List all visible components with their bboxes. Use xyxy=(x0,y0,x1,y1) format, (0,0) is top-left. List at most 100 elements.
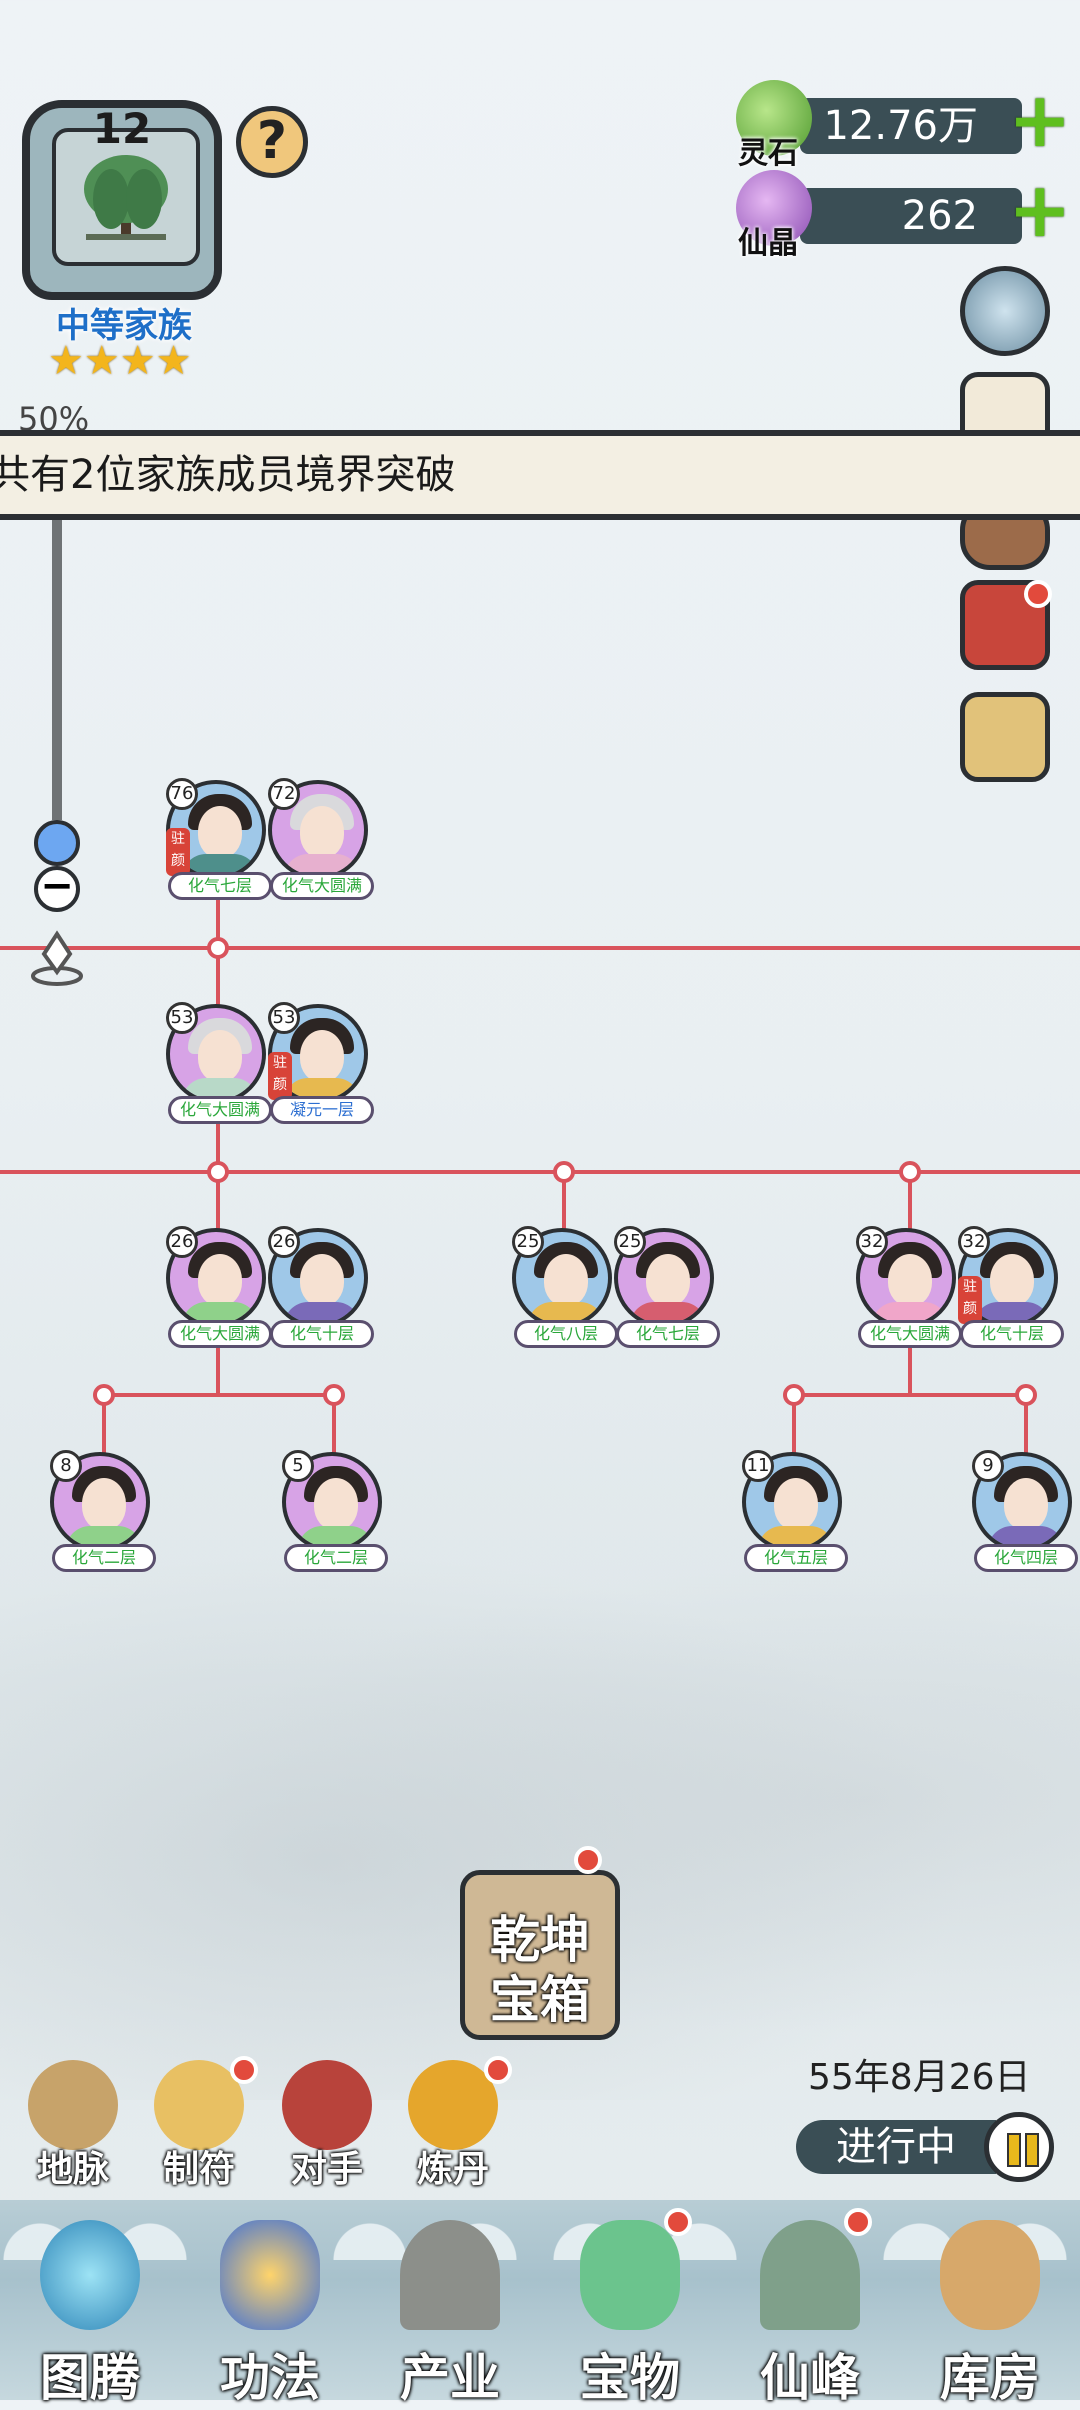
gate-icon xyxy=(282,2060,372,2150)
currency-value: 262 xyxy=(901,193,978,239)
plaque-icon[interactable] xyxy=(960,692,1050,782)
zoom-slider-handle[interactable] xyxy=(34,820,80,866)
notification-dot xyxy=(230,2056,258,2084)
member-age: 53 xyxy=(166,1002,198,1034)
notification-dot xyxy=(844,2208,872,2236)
opponent-button[interactable]: 对手 xyxy=(272,2060,382,2190)
function-label: 对手 xyxy=(290,2149,363,2190)
family-member[interactable]: 53 驻颜 凝元一层 xyxy=(268,1002,374,1124)
zoom-slider-track[interactable] xyxy=(52,520,62,820)
notification-dot xyxy=(574,1846,602,1874)
family-member[interactable]: 9 化气四层 xyxy=(972,1450,1078,1572)
member-age: 26 xyxy=(166,1226,198,1258)
help-icon[interactable]: ? xyxy=(236,106,308,178)
immortal-crystal-icon xyxy=(736,170,812,246)
nav-totem[interactable]: 图腾 xyxy=(0,2210,180,2407)
nav-label: 仙峰 xyxy=(760,2349,860,2407)
member-realm: 化气七层 xyxy=(616,1320,720,1348)
nav-label: 产业 xyxy=(400,2349,500,2407)
family-member[interactable]: 32 化气大圆满 xyxy=(856,1226,962,1348)
treasure-chest-button[interactable]: 乾坤 宝箱 xyxy=(450,1840,630,2040)
jade-icon xyxy=(580,2220,680,2330)
pouch-icon xyxy=(940,2220,1040,2330)
member-age: 8 xyxy=(50,1450,82,1482)
member-age: 26 xyxy=(268,1226,300,1258)
member-realm: 化气八层 xyxy=(514,1320,618,1348)
currency-label: 仙晶 xyxy=(738,226,798,261)
talisman-icon xyxy=(154,2060,244,2150)
member-age: 11 xyxy=(742,1450,774,1482)
clan-badge[interactable]: 12 中等家族 ★★★★ xyxy=(14,90,236,384)
currency-bar xyxy=(800,188,1022,244)
peak-icon xyxy=(760,2220,860,2330)
member-realm: 化气大圆满 xyxy=(168,1320,272,1348)
member-age: 53 xyxy=(268,1002,300,1034)
clan-rank-name: 中等家族 xyxy=(56,306,192,346)
alchemy-button[interactable]: 炼丹 xyxy=(398,2056,512,2190)
member-realm: 化气四层 xyxy=(974,1544,1078,1572)
earth-vein-button[interactable]: 地脉 xyxy=(18,2060,128,2190)
immortal-crystal-currency: 仙晶 262 + xyxy=(736,165,1072,261)
member-status-tag: 驻颜 xyxy=(958,1276,982,1324)
member-age: 25 xyxy=(512,1226,544,1258)
pause-button[interactable] xyxy=(984,2112,1054,2182)
flame-icon xyxy=(220,2220,320,2330)
nav-industry[interactable]: 产业 xyxy=(360,2210,540,2407)
member-realm: 化气大圆满 xyxy=(858,1320,962,1348)
member-age: 32 xyxy=(958,1226,990,1258)
talisman-button[interactable]: 制符 xyxy=(144,2056,258,2190)
member-age: 76 xyxy=(166,778,198,810)
member-realm: 化气十层 xyxy=(270,1320,374,1348)
family-member[interactable]: 26 化气大圆满 xyxy=(166,1226,272,1348)
function-label: 制符 xyxy=(162,2149,235,2190)
member-age: 32 xyxy=(856,1226,888,1258)
family-member[interactable]: 72 化气大圆满 xyxy=(268,778,374,900)
member-status-tag: 驻颜 xyxy=(268,1052,292,1100)
member-realm: 化气大圆满 xyxy=(270,872,374,900)
nav-label: 功法 xyxy=(220,2349,320,2407)
add-spirit-stone-button[interactable]: + xyxy=(1008,75,1072,164)
settings-gear-icon[interactable] xyxy=(960,266,1050,356)
notice-banner: 共有2位家族成员境界突破 xyxy=(0,430,1080,520)
function-label: 炼丹 xyxy=(416,2149,489,2190)
member-realm: 化气五层 xyxy=(744,1544,848,1572)
family-member[interactable]: 11 化气五层 xyxy=(742,1450,848,1572)
notice-text: 共有2位家族成员境界突破 xyxy=(0,452,456,498)
clan-stars: ★★★★ xyxy=(48,338,192,384)
game-status: 进行中 xyxy=(796,2112,1054,2182)
mountain-icon xyxy=(400,2220,500,2330)
nav-label: 宝物 xyxy=(580,2349,680,2407)
family-member[interactable]: 53 化气大圆满 xyxy=(166,1002,272,1124)
nav-technique[interactable]: 功法 xyxy=(180,2210,360,2407)
chest-icon xyxy=(460,1870,620,2040)
locate-icon[interactable] xyxy=(30,928,84,988)
bottom-nav: 图腾 功法 产业 宝物 仙峰 库房 xyxy=(0,2200,1080,2407)
nav-wave-decoration xyxy=(0,2200,1080,2260)
family-member[interactable]: 8 化气二层 xyxy=(50,1450,156,1572)
notification-dot xyxy=(664,2208,692,2236)
nav-immortal-peak[interactable]: 仙峰 xyxy=(720,2208,900,2407)
family-member[interactable]: 26 化气十层 xyxy=(268,1226,374,1348)
family-member[interactable]: 76 驻颜 化气七层 xyxy=(166,778,272,900)
family-member[interactable]: 25 化气八层 xyxy=(512,1226,618,1348)
notification-dot xyxy=(1024,580,1052,608)
member-age: 9 xyxy=(972,1450,1004,1482)
willow-tree-icon xyxy=(84,155,168,240)
add-immortal-crystal-button[interactable]: + xyxy=(1008,165,1072,254)
member-status-tag: 驻颜 xyxy=(166,828,190,876)
family-member[interactable]: 25 化气七层 xyxy=(614,1226,720,1348)
totem-icon xyxy=(40,2220,140,2330)
member-age: 25 xyxy=(614,1226,646,1258)
nav-treasure[interactable]: 宝物 xyxy=(540,2208,720,2407)
nav-storehouse[interactable]: 库房 xyxy=(900,2210,1080,2407)
family-member[interactable]: 5 化气二层 xyxy=(282,1450,388,1572)
member-realm: 化气七层 xyxy=(168,872,272,900)
game-date: 55年8月26日 xyxy=(808,2057,1031,2098)
currency-value: 12.76万 xyxy=(823,103,978,149)
member-realm: 化气十层 xyxy=(960,1320,1064,1348)
function-label: 地脉 xyxy=(36,2149,109,2190)
member-age: 72 xyxy=(268,778,300,810)
family-member[interactable]: 32 驻颜 化气十层 xyxy=(958,1226,1064,1348)
zoom-out-button[interactable]: − xyxy=(34,866,80,912)
